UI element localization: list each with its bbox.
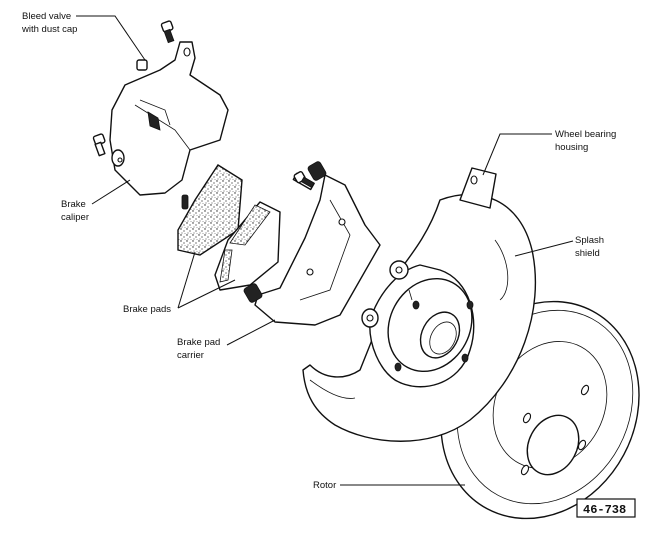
leader-brake-pads-1 (177, 251, 196, 309)
leader-brake-pad-carrier (226, 319, 276, 346)
brake-pad-inner (214, 201, 281, 291)
leader-splash-shield (514, 240, 574, 257)
label-brake-pad-carrier-line2: carrier (177, 350, 204, 361)
caliper-bolt-lower (92, 133, 106, 157)
label-splash-shield-line2: shield (575, 248, 600, 259)
leader-lines (76, 15, 574, 486)
label-wheel-bearing-housing: Wheel bearing (555, 129, 616, 140)
leader-brake-caliper (91, 179, 131, 205)
leader-bleed-valve (76, 15, 146, 61)
brake-pad-outer (177, 164, 243, 256)
caliper-bolt-upper (160, 20, 175, 44)
carrier-bolt (293, 171, 315, 189)
label-bleed-valve: Bleed valve (22, 11, 71, 22)
label-brake-pad-carrier: Brake pad (177, 337, 220, 348)
label-splash-shield: Splash (575, 235, 604, 246)
label-wheel-bearing-housing-line2: housing (555, 142, 588, 153)
figure-number: 46-738 (583, 503, 626, 517)
wheel-bearing-housing (459, 167, 497, 209)
leader-wheel-bearing-housing (482, 133, 552, 176)
label-brake-caliper-line2: caliper (61, 212, 89, 223)
wheel-hub (361, 260, 475, 388)
label-bleed-valve-line2: with dust cap (21, 24, 77, 35)
label-brake-caliper: Brake (61, 199, 86, 210)
figure-number-box: 46-738 (576, 498, 636, 518)
label-rotor: Rotor (313, 480, 336, 491)
leader-brake-pads-2 (177, 279, 236, 309)
label-brake-pads: Brake pads (123, 304, 171, 315)
brake-caliper (109, 41, 229, 196)
